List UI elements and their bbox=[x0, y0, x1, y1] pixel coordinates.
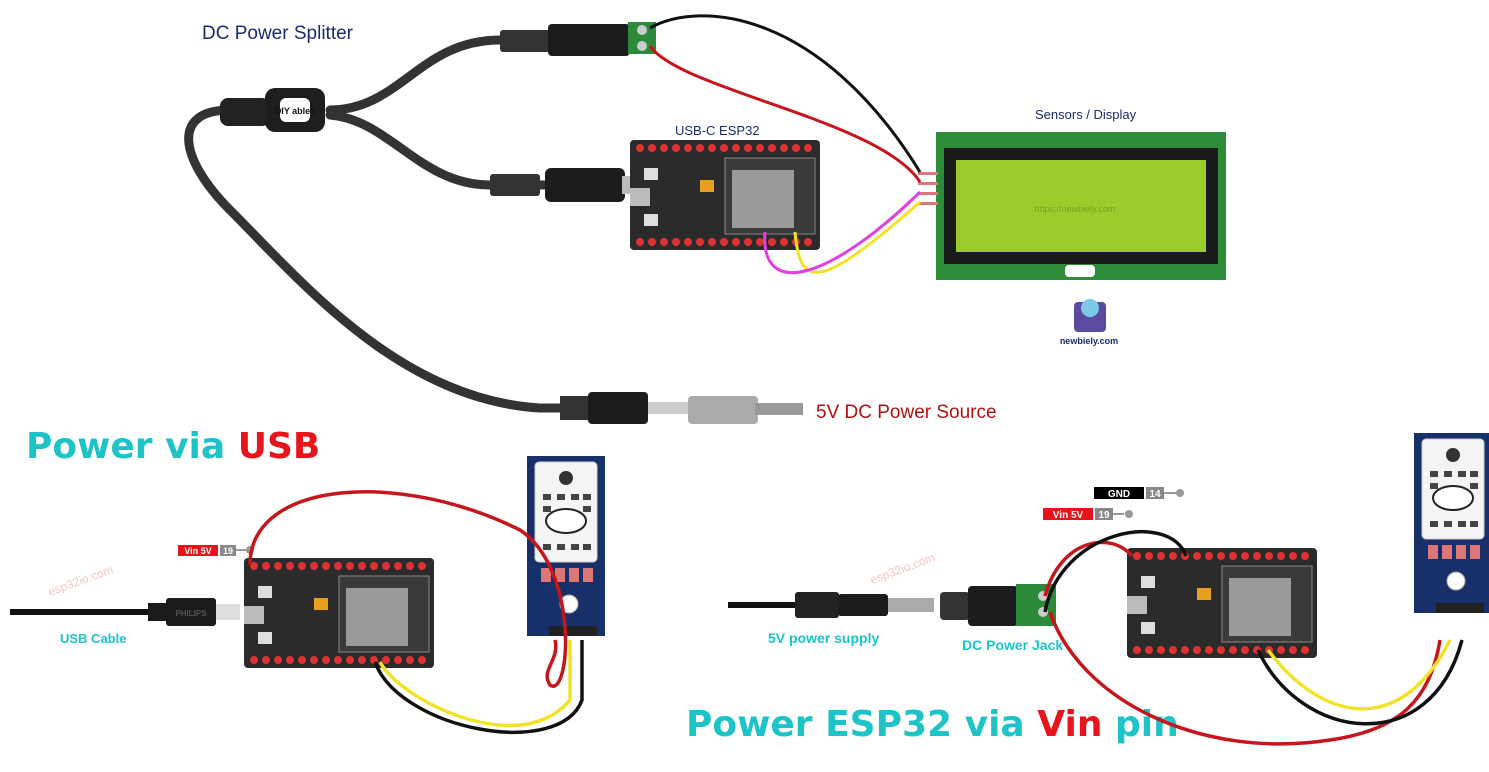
supply-label: 5V power supply bbox=[768, 630, 879, 646]
usb-cable: PHILIPS bbox=[10, 598, 240, 626]
splitter-cables bbox=[184, 35, 595, 413]
dht-sensor-right bbox=[1413, 432, 1489, 614]
power-source-label: 5V DC Power Source bbox=[816, 402, 997, 423]
left-title: Power via USB bbox=[26, 426, 320, 467]
svg-text:Power ESP32 via Vin pin: Power ESP32 via Vin pin bbox=[686, 704, 1179, 745]
newbiely-logo: newbiely.com bbox=[1060, 299, 1118, 346]
svg-text:Vin 5V: Vin 5V bbox=[1053, 510, 1084, 521]
splitter-label: DC Power Splitter bbox=[202, 23, 354, 44]
usb-cable-label: USB Cable bbox=[60, 631, 126, 646]
watermark: esp32io.com bbox=[868, 550, 937, 586]
svg-text:19: 19 bbox=[1098, 510, 1110, 521]
esp32-label: USB-C ESP32 bbox=[675, 123, 760, 138]
dc-power-splitter: DIY ables bbox=[220, 88, 325, 132]
svg-text:PHILIPS: PHILIPS bbox=[175, 609, 207, 618]
svg-text:14: 14 bbox=[1149, 489, 1161, 500]
diyables-logo: DIY ables bbox=[275, 106, 315, 116]
top-wires bbox=[648, 14, 922, 275]
svg-text:GND: GND bbox=[1108, 489, 1130, 500]
gnd-pin-label: GND 14 bbox=[1094, 487, 1184, 500]
power-supply-plug bbox=[728, 592, 934, 618]
watermark: esp32io.com bbox=[46, 562, 115, 598]
svg-text:19: 19 bbox=[223, 546, 233, 556]
esp32-board-top bbox=[629, 139, 821, 251]
jack-label: DC Power Jack bbox=[962, 637, 1063, 653]
power-source-plug bbox=[560, 392, 803, 424]
svg-text:newbiely.com: newbiely.com bbox=[1060, 336, 1118, 346]
vin-pin-label: Vin 5V 19 bbox=[1043, 508, 1133, 521]
left-pin-label: Vin 5V 19 bbox=[178, 545, 254, 556]
right-wires bbox=[1043, 530, 1464, 746]
right-title: Power ESP32 via Vin pin bbox=[686, 704, 1179, 745]
display-label: Sensors / Display bbox=[1035, 107, 1137, 122]
lcd-watermark: https://newbiely.com bbox=[1035, 204, 1116, 214]
svg-text:Vin 5V: Vin 5V bbox=[184, 546, 211, 556]
esp32-board-right bbox=[1126, 547, 1318, 659]
dc-barrel-to-usbc bbox=[490, 168, 648, 202]
dc-jack-female-top bbox=[500, 22, 656, 56]
esp32-board-left bbox=[243, 557, 435, 669]
lcd-display: https://newbiely.com bbox=[918, 132, 1226, 280]
svg-text:Power via USB: Power via USB bbox=[26, 426, 320, 467]
left-wires bbox=[248, 490, 584, 734]
dc-power-jack bbox=[940, 584, 1056, 626]
